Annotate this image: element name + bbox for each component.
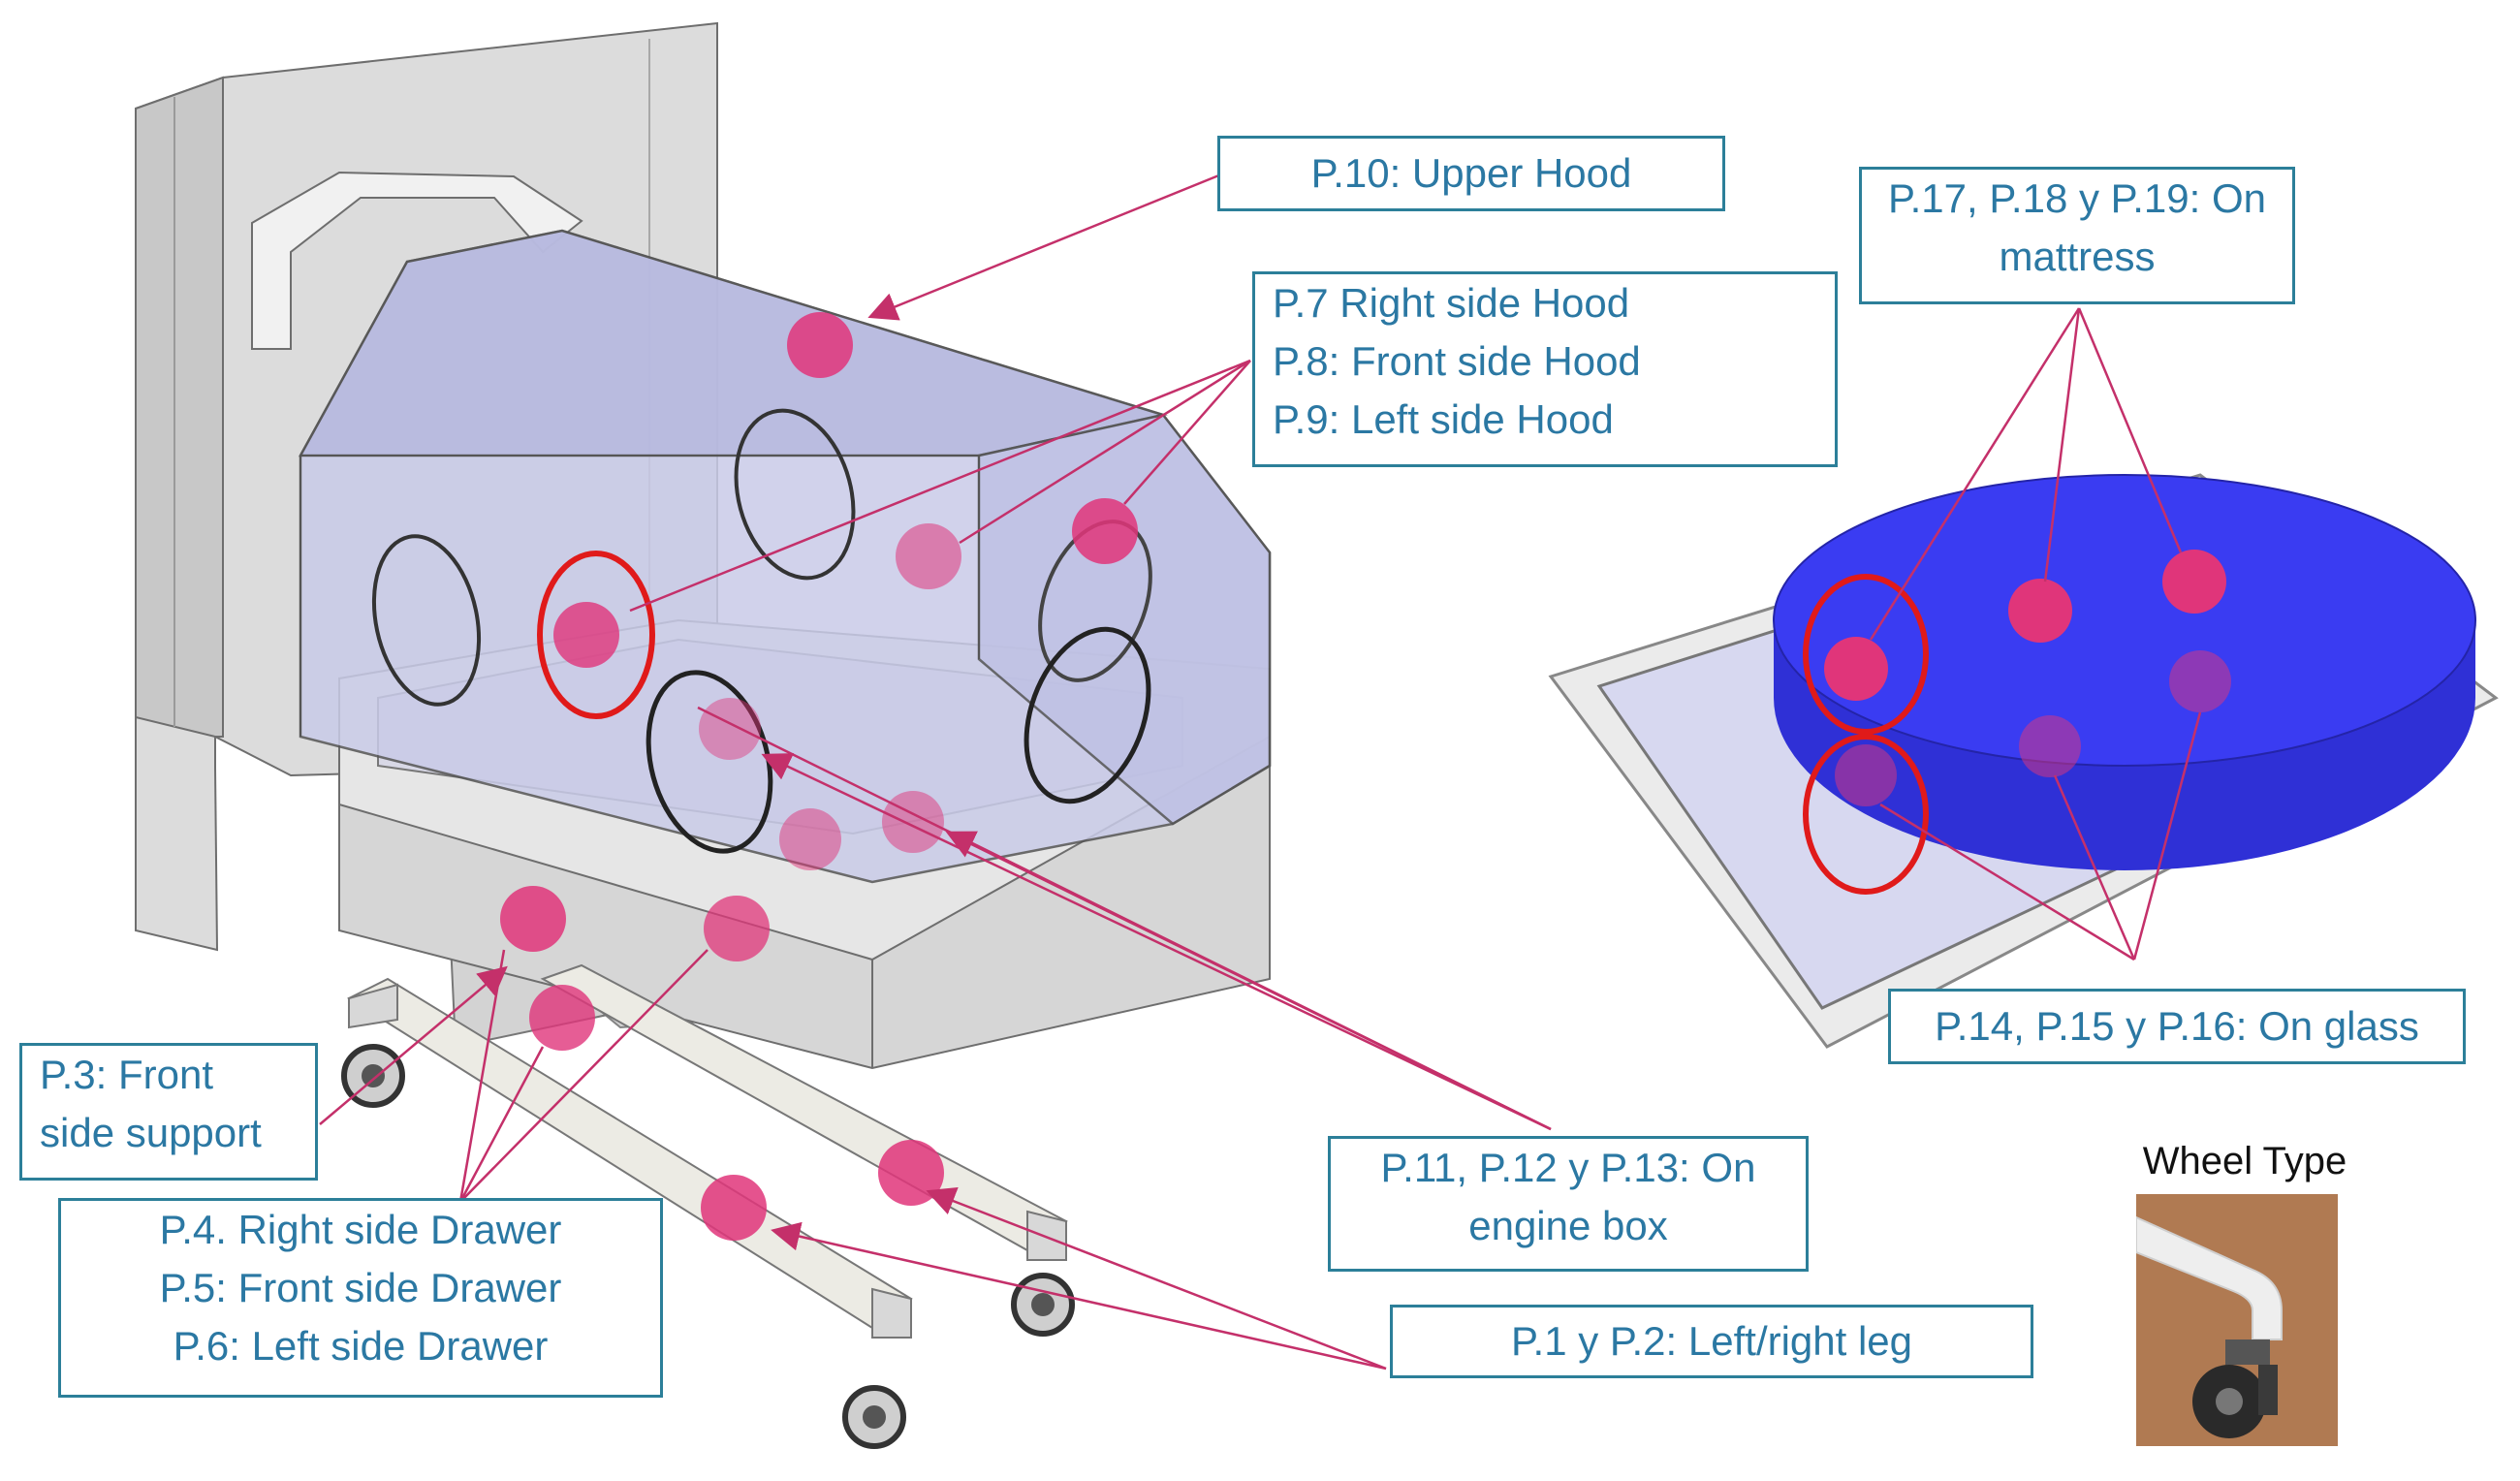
label-legs: P.1 y P.2: Left/right leg xyxy=(1390,1305,2033,1378)
label-upper-hood: P.10: Upper Hood xyxy=(1217,136,1725,211)
label-drawers: P.4. Right side Drawer P.5: Front side D… xyxy=(58,1198,663,1398)
label-front-support: P.3: Front side support xyxy=(19,1043,318,1181)
label-drawers-line-2: P.5: Front side Drawer xyxy=(159,1265,562,1310)
marker-p16 xyxy=(2169,650,2231,712)
upper-frame xyxy=(251,171,583,350)
marker-p10 xyxy=(787,312,853,378)
label-upper-hood-text: P.10: Upper Hood xyxy=(1310,150,1632,196)
label-front-support-line-1: P.3: Front xyxy=(40,1052,213,1097)
label-side-hoods-line-2: P.8: Front side Hood xyxy=(1273,338,1641,384)
wheel-type-title: Wheel Type xyxy=(2142,1140,2347,1182)
back-panel-side xyxy=(135,76,224,738)
highlight-rings xyxy=(537,551,1929,895)
label-glass-text: P.14, P.15 y P.16: On glass xyxy=(1935,1003,2419,1049)
porthole-1 xyxy=(371,534,482,707)
porthole-5 xyxy=(646,670,773,854)
marker-p19 xyxy=(2162,550,2226,614)
label-side-hoods: P.7 Right side Hood P.8: Front side Hood… xyxy=(1252,271,1838,467)
leader-lines xyxy=(319,173,2202,1371)
marker-p9 xyxy=(553,602,619,668)
hood-top xyxy=(298,229,1168,457)
marker-p4 xyxy=(704,896,770,961)
marker-p5 xyxy=(500,886,566,952)
marker-p8 xyxy=(896,523,961,589)
label-engine-box-line-2: engine box xyxy=(1468,1203,1668,1248)
label-engine-box-line-1: P.11, P.12 y P.13: On xyxy=(1380,1145,1756,1190)
marker-p2 xyxy=(878,1140,944,1206)
label-glass: P.14, P.15 y P.16: On glass xyxy=(1888,989,2466,1064)
mattress-top xyxy=(1773,474,2476,767)
incubator-model xyxy=(135,21,1272,1449)
label-drawers-line-3: P.6: Left side Drawer xyxy=(173,1323,549,1369)
marker-p7 xyxy=(1072,498,1138,564)
marker-p12 xyxy=(779,808,841,870)
label-front-support-line-2: side support xyxy=(40,1110,262,1155)
marker-p15 xyxy=(2019,715,2081,777)
label-legs-text: P.1 y P.2: Left/right leg xyxy=(1510,1318,1913,1364)
label-mattress-line-2: mattress xyxy=(1999,234,2156,279)
wheel-photo xyxy=(2136,1194,2338,1446)
label-engine-box: P.11, P.12 y P.13: On engine box xyxy=(1328,1136,1809,1272)
label-mattress: P.17, P.18 y P.19: On mattress xyxy=(1859,167,2295,304)
measurement-points xyxy=(500,312,2231,1241)
label-drawers-line-1: P.4. Right side Drawer xyxy=(159,1207,562,1252)
marker-p17 xyxy=(1824,637,1888,701)
marker-p6 xyxy=(529,985,595,1051)
marker-p18 xyxy=(2008,579,2072,643)
label-side-hoods-line-3: P.9: Left side Hood xyxy=(1273,396,1614,442)
marker-p1 xyxy=(701,1175,767,1241)
marker-p13 xyxy=(882,791,944,853)
label-mattress-line-1: P.17, P.18 y P.19: On xyxy=(1888,175,2266,221)
porthole-2 xyxy=(734,408,856,581)
marker-p11 xyxy=(699,698,761,760)
label-side-hoods-line-1: P.7 Right side Hood xyxy=(1273,280,1630,326)
porthole-4 xyxy=(1024,626,1151,804)
marker-p14 xyxy=(1835,744,1897,806)
